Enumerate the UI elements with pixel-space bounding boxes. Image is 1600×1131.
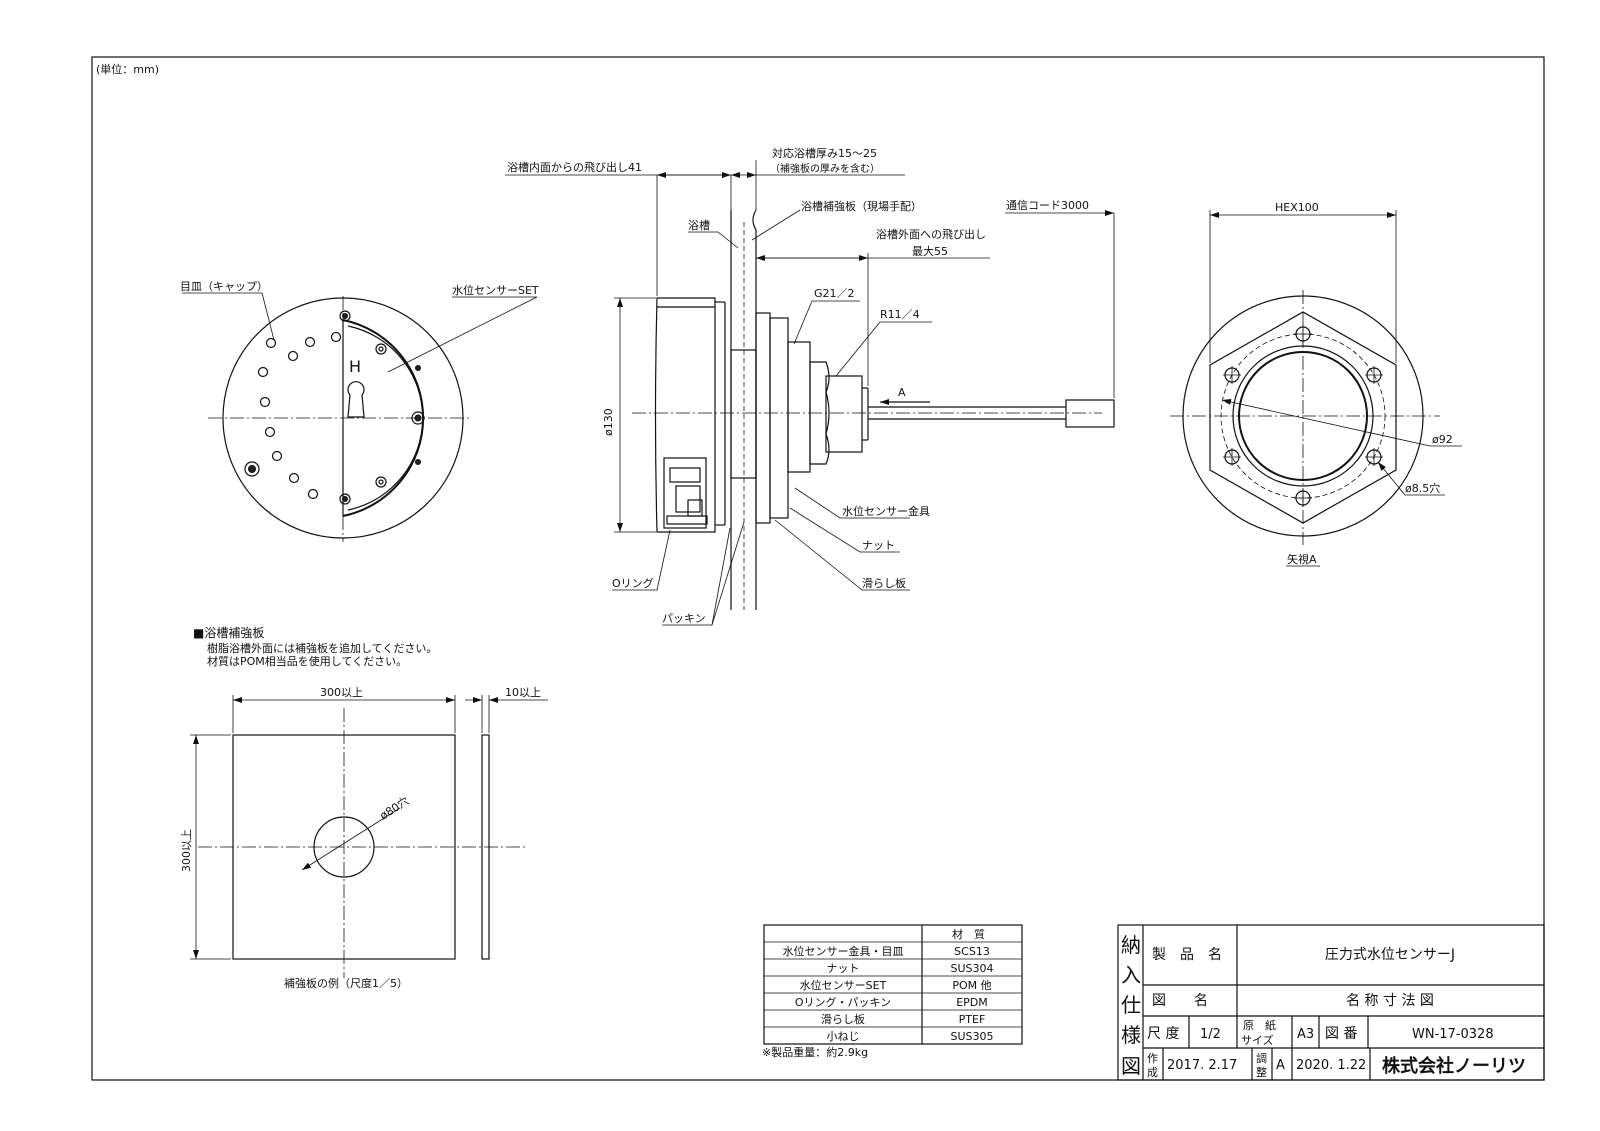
revised-date: 2020. 1.22 (1296, 1058, 1366, 1073)
plate-note: ■浴槽補強板 樹脂浴槽外面には補強板を追加してください。 材質はPOM相当品を使… (193, 626, 437, 668)
scale-value: 1/2 (1200, 1027, 1221, 1042)
materials-row-part: 滑らし板 (821, 1012, 865, 1026)
plate-hole-label: ø80穴 (377, 793, 411, 822)
side-char: 仕 (1121, 993, 1141, 1017)
hole-label: ø8.5穴 (1405, 481, 1440, 495)
revision: A (1276, 1058, 1285, 1073)
tub-thickness-line2: （補強板の厚みを含む） (770, 162, 880, 175)
dia-130-label: ø130 (602, 408, 615, 436)
drawing-name: 名 称 寸 法 図 (1346, 993, 1434, 1009)
front-view: H 目皿（キャップ） 水位センサーSET (180, 280, 539, 542)
revised-label: 調 (1256, 1051, 1267, 1065)
plate-caption: 補強板の例（尺度1／5） (284, 976, 408, 990)
r-thread-label: R11／4 (880, 308, 920, 321)
side-view: A ø130 浴槽内面からの飛び出し41 対応浴槽厚み15～25 （補強板の厚み… (505, 146, 1115, 626)
company-name: 株式会社ノーリツ (1382, 1055, 1526, 1077)
paper-size: A3 (1297, 1027, 1314, 1042)
created-label: 作 (1147, 1052, 1158, 1065)
side-char: 様 (1121, 1023, 1141, 1047)
materials-row-material: EPDM (956, 996, 988, 1009)
materials-row-material: POM 他 (952, 979, 991, 992)
plate-note-line2: 材質はPOM相当品を使用してください。 (207, 654, 407, 668)
side-char: 入 (1121, 963, 1141, 987)
materials-row-material: SUS304 (950, 962, 993, 975)
tub-label: 浴槽 (688, 219, 710, 232)
paper-size-label: 原 紙 (1243, 1018, 1276, 1032)
created-label: 成 (1147, 1066, 1158, 1079)
sheet-border (91, 56, 1545, 1081)
title-block: 納 入 仕 様 図 製 品 名 圧力式水位センサーJ 図 名 名 称 寸 法 図… (1117, 924, 1545, 1081)
protrusion-outer-line2: 最大55 (912, 244, 948, 258)
plate-thickness-label: 10以上 (505, 686, 541, 699)
oring-label: Oリング (612, 576, 654, 590)
plate-view: 300以上 10以上 300以上 ø80穴 補強板の例（尺度1／5） (180, 686, 548, 990)
plate-height-label: 300以上 (180, 829, 193, 872)
created-date: 2017. 2.17 (1167, 1058, 1237, 1073)
plate-width-label: 300以上 (320, 686, 363, 699)
drawing-no: WN-17-0328 (1412, 1027, 1494, 1042)
materials-row-part: 小ねじ (827, 1030, 860, 1043)
revised-label: 整 (1256, 1065, 1267, 1079)
view-a-caption: 矢視A (1287, 552, 1317, 566)
drawing-no-label: 図 番 (1325, 1026, 1357, 1042)
product-name-label: 製 品 名 (1152, 947, 1222, 963)
product-name: 圧力式水位センサーJ (1325, 947, 1455, 963)
materials-row-material: SUS305 (950, 1030, 993, 1043)
packing-label: パッキン (662, 612, 706, 625)
slide-plate-label: 滑らし板 (862, 576, 906, 590)
materials-row-part: 水位センサーSET (800, 978, 887, 992)
sensor-set-label: 水位センサーSET (452, 283, 539, 297)
materials-header: 材 質 (952, 927, 985, 941)
reinforce-label: 浴槽補強板（現場手配） (801, 199, 922, 213)
scale-label: 尺 度 (1147, 1026, 1179, 1042)
side-char: 図 (1121, 1054, 1141, 1078)
cord-label: 通信コード3000 (1006, 199, 1089, 212)
materials-row-part: Oリング・パッキン (795, 995, 891, 1009)
plate-note-heading: ■浴槽補強板 (193, 626, 264, 640)
arrow-a-label: A (898, 386, 906, 399)
g-thread-label: G21／2 (814, 287, 855, 300)
unit-note: (単位：mm) (96, 62, 159, 76)
cap-label: 目皿（キャップ） (180, 280, 268, 293)
weight-note: ※製品重量：約2.9kg (762, 1045, 868, 1059)
materials-row-part: ナット (827, 962, 860, 975)
fitting-label: 水位センサー金具 (842, 504, 930, 518)
protrusion-inner-label: 浴槽内面からの飛び出し41 (507, 160, 642, 174)
svg-text:H: H (349, 357, 361, 376)
drawing-name-label: 図 名 (1152, 993, 1208, 1009)
plate-note-line1: 樹脂浴槽外面には補強板を追加してください。 (207, 641, 437, 655)
materials-row-material: SCS13 (954, 945, 990, 958)
tub-thickness-line1: 対応浴槽厚み15～25 (772, 146, 877, 160)
hex-label: HEX100 (1275, 201, 1319, 214)
paper-size-label: サイズ (1241, 1033, 1274, 1047)
dia-92-label: ø92 (1432, 433, 1453, 446)
materials-row-material: PTEF (959, 1013, 986, 1026)
side-char: 納 (1121, 933, 1141, 957)
protrusion-outer-line1: 浴槽外面への飛び出し (876, 227, 986, 241)
materials-row-part: 水位センサー金具・目皿 (783, 944, 904, 958)
materials-table: 材 質 水位センサー金具・目皿 SCS13 ナット SUS304 水位センサーS… (762, 924, 1023, 1059)
view-a: HEX100 ø92 ø8.5穴 矢視A (1170, 201, 1462, 567)
nut-label: ナット (862, 539, 895, 552)
